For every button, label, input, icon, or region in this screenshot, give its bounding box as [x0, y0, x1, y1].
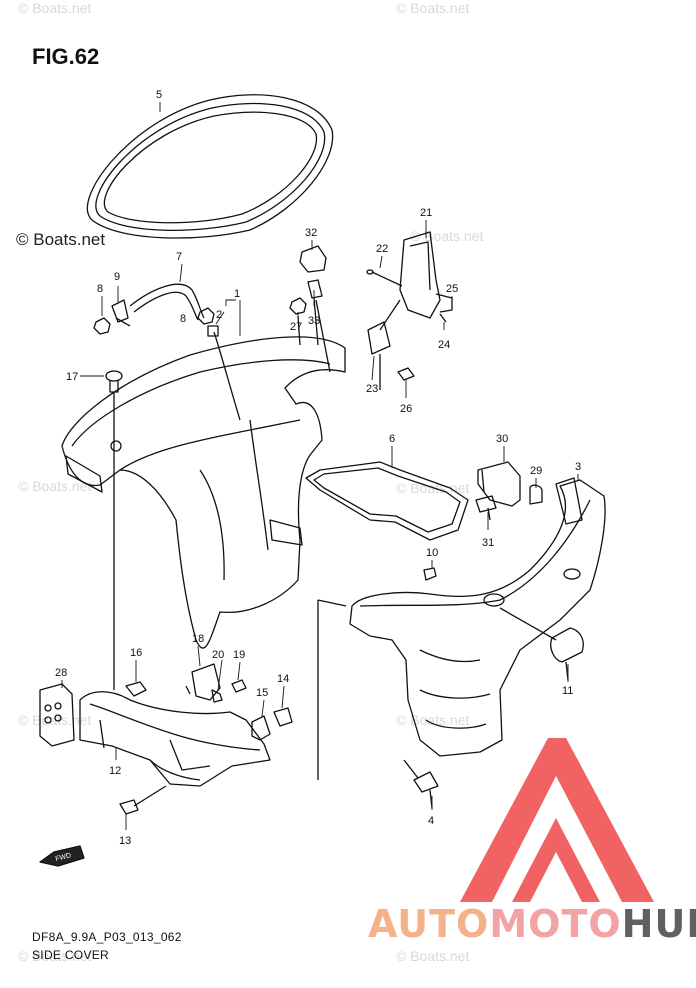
callout: 30	[496, 433, 508, 445]
callout: 8	[97, 283, 103, 295]
watermark: © Boats.net	[396, 712, 470, 728]
lower-left-cover-part	[79, 691, 271, 787]
callout: 27	[290, 321, 302, 333]
callout: 11	[562, 685, 573, 697]
brand-part-auto: AUTO	[368, 902, 490, 946]
pad-part	[39, 683, 75, 747]
latch-assembly-part	[366, 231, 453, 390]
figure-title: FIG.62	[32, 44, 100, 69]
screw-part	[105, 370, 123, 690]
callout: 23	[366, 383, 378, 395]
callout: 19	[233, 649, 245, 661]
leader-lines	[61, 102, 579, 830]
callout: 4	[428, 815, 434, 827]
watermark: © Boats.net	[18, 0, 92, 16]
callout: 20	[212, 649, 224, 661]
lower-side-cover-part	[317, 477, 606, 780]
callout: 15	[256, 687, 268, 699]
callout: 26	[400, 403, 412, 415]
small-parts-upper	[289, 245, 331, 373]
figure-caption: SIDE COVER	[32, 948, 110, 962]
clip-part	[111, 299, 131, 327]
brand-logo-icon	[460, 738, 654, 902]
watermark: © Boats.net	[396, 948, 470, 964]
watermark-main: © Boats.net	[16, 230, 106, 249]
callout: 22	[376, 243, 388, 255]
watermark: © Boats.net	[396, 0, 470, 16]
brand-part-hub: HUB	[621, 902, 696, 946]
wire-part	[207, 325, 241, 421]
callout: 1	[234, 288, 240, 300]
grommet-part	[499, 607, 584, 681]
callout-labels: 5 1 2 7 9 8 8 17 32 33 27 22 21 25 24 23…	[55, 89, 581, 847]
upper-side-cover-part	[61, 336, 346, 649]
callout: 9	[114, 271, 120, 283]
callout: 7	[176, 251, 182, 263]
callout: 29	[530, 465, 542, 477]
callout: 3	[575, 461, 581, 473]
hose-part	[129, 283, 205, 321]
bolt-parts-right	[403, 567, 439, 809]
callout: 14	[277, 673, 289, 685]
callout: 8	[180, 313, 186, 325]
callout: 2	[216, 309, 222, 321]
callout: 18	[192, 633, 204, 645]
callout: 32	[305, 227, 317, 239]
callout: 21	[420, 207, 432, 219]
nut-part	[93, 307, 215, 335]
figure-code: DF8A_9.9A_P03_013_062	[32, 930, 182, 944]
callout: 12	[109, 765, 121, 777]
callout: 24	[438, 339, 450, 351]
seal-ring-part	[86, 94, 334, 239]
callout: 17	[66, 371, 78, 383]
fwd-arrow-icon	[39, 845, 85, 867]
callout: 28	[55, 667, 67, 679]
lower-seal-part	[305, 461, 469, 541]
callout: 10	[426, 547, 438, 559]
callout: 16	[130, 647, 142, 659]
callout: 33	[308, 315, 320, 327]
bracket-part	[475, 461, 543, 521]
callout: 31	[482, 537, 494, 549]
watermark: © Boats.net	[18, 478, 92, 494]
callout: 6	[389, 433, 395, 445]
watermark: © Boats.net	[18, 948, 92, 964]
callout: 25	[446, 283, 458, 295]
callout: 5	[156, 89, 162, 101]
fwd-label: FWD	[55, 852, 72, 863]
brand-wordmark: AUTOMOTOHUB	[368, 902, 696, 946]
small-parts-lower	[119, 663, 293, 815]
brand-part-moto: MOTO	[489, 902, 622, 946]
callout: 13	[119, 835, 131, 847]
